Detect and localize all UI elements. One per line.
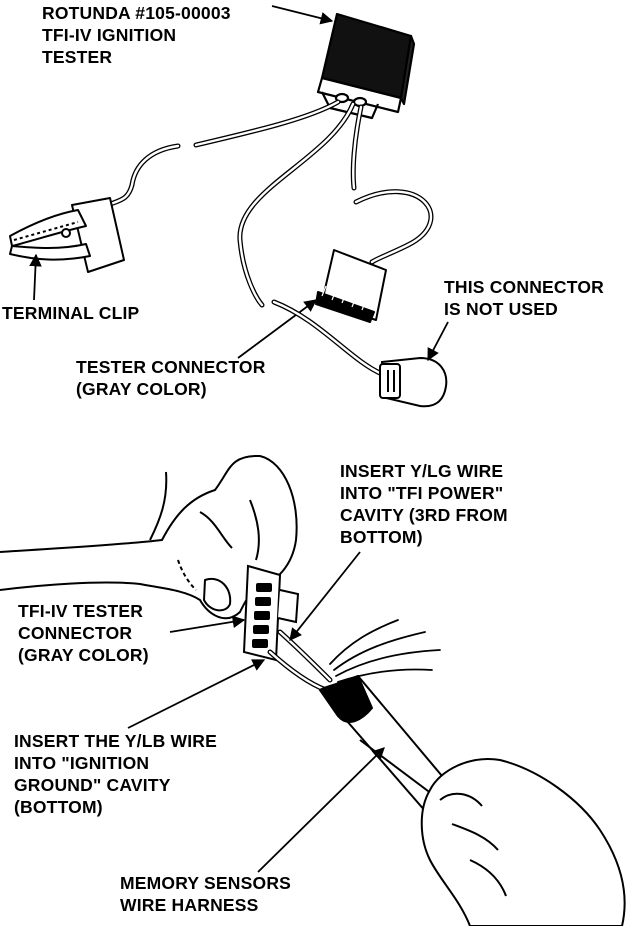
insert-ylg-line: BOTTOM) <box>340 527 423 547</box>
memory-harness-line: WIRE HARNESS <box>120 895 259 915</box>
lower-hand <box>420 758 626 926</box>
unused-connector-label: THIS CONNECTOR IS NOT USED <box>444 276 604 320</box>
tester-connector-label: TESTER CONNECTOR (GRAY COLOR) <box>76 356 266 400</box>
harness-wires <box>267 619 441 693</box>
insert-ylb-line: GROUND" CAVITY <box>14 775 171 795</box>
insert-ylg-label: INSERT Y/LG WIRE INTO "TFI POWER" CAVITY… <box>340 460 508 548</box>
unused-connector-leader <box>427 321 449 362</box>
unused-connector <box>271 299 385 377</box>
tfi-tester-connector-line: (GRAY COLOR) <box>18 645 149 665</box>
gray-tester-connector <box>353 189 434 265</box>
tfi-tester-connector <box>242 564 300 662</box>
insert-ylg-line: INSERT Y/LG WIRE <box>340 461 504 481</box>
tfi-tester-connector-line: TFI-IV TESTER <box>18 601 144 621</box>
unused-connector-line: THIS CONNECTOR <box>444 277 604 297</box>
insert-ylg-line: CAVITY (3RD FROM <box>340 505 508 525</box>
memory-harness-leader <box>257 747 385 873</box>
insert-ylb-line: INTO "IGNITION <box>14 753 150 773</box>
tester-model-line: ROTUNDA #105-00003 <box>42 3 231 23</box>
tester-connector-line: TESTER CONNECTOR <box>76 357 266 377</box>
insert-ylg-line: INTO "TFI POWER" <box>340 483 504 503</box>
insert-ylb-leader <box>127 659 266 729</box>
tester-model-label: ROTUNDA #105-00003 TFI-IV IGNITION TESTE… <box>42 2 231 68</box>
memory-harness-label: MEMORY SENSORS WIRE HARNESS <box>120 872 291 916</box>
tfi-tester-connector-leader <box>169 615 246 633</box>
tester-connector-line: (GRAY COLOR) <box>76 379 207 399</box>
tester-model-line: TFI-IV IGNITION <box>42 25 177 45</box>
memory-harness-line: MEMORY SENSORS <box>120 873 292 893</box>
insert-ylg-leader <box>289 551 361 641</box>
insert-ylb-line: (BOTTOM) <box>14 797 103 817</box>
upper-hand <box>0 454 298 620</box>
tfi-tester-connector-label: TFI-IV TESTER CONNECTOR (GRAY COLOR) <box>18 600 149 666</box>
insert-ylb-line: INSERT THE Y/LB WIRE <box>14 731 217 751</box>
unused-connector-line: IS NOT USED <box>444 299 559 319</box>
terminal-clip-label: TERMINAL CLIP <box>2 302 139 324</box>
tester-model-line: TESTER <box>42 47 113 67</box>
terminal-clip-leader <box>29 253 42 301</box>
tester-model-leader <box>271 5 334 25</box>
tester-connector-leader <box>237 299 318 359</box>
alligator-clip <box>9 197 125 273</box>
tfi-tester-connector-line: CONNECTOR <box>18 623 133 643</box>
insert-ylb-label: INSERT THE Y/LB WIRE INTO "IGNITION GROU… <box>14 730 217 818</box>
terminal-clip-line: TERMINAL CLIP <box>2 303 140 323</box>
clip-lead-cable <box>105 143 181 208</box>
